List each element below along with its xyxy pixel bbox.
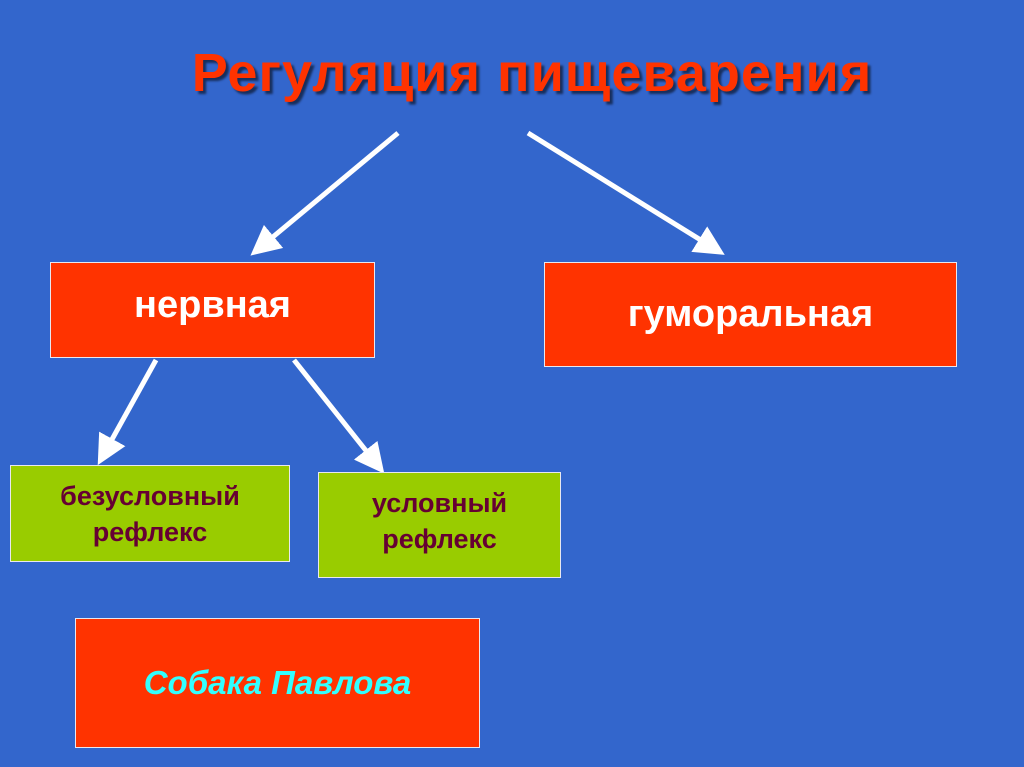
node-pavlov-label: Собака Павлова [143, 664, 412, 701]
arrow-nervous-to-unconditioned [97, 358, 159, 466]
diagram-title: Регуляция пищеварения [191, 43, 873, 103]
node-conditioned-reflex: условный рефлекс [318, 472, 561, 578]
node-unconditioned-line2: рефлекс [92, 516, 208, 547]
arrow-nervous-to-conditioned [292, 358, 385, 474]
arrow-title-to-nervous [250, 131, 400, 256]
node-nervous-label: нервная [134, 283, 291, 326]
node-humoral: гуморальная [544, 262, 957, 367]
node-conditioned-line2: рефлекс [382, 524, 497, 554]
node-unconditioned-line1: безусловный [60, 480, 240, 511]
arrow-title-to-humoral [526, 130, 725, 255]
node-pavlov-dog: Собака Павлова [75, 618, 480, 748]
node-unconditioned-reflex: безусловный рефлекс [10, 465, 290, 562]
node-conditioned-line1: условный [371, 488, 508, 518]
node-nervous: нервная [50, 262, 375, 358]
node-humoral-label: гуморальная [627, 293, 874, 335]
